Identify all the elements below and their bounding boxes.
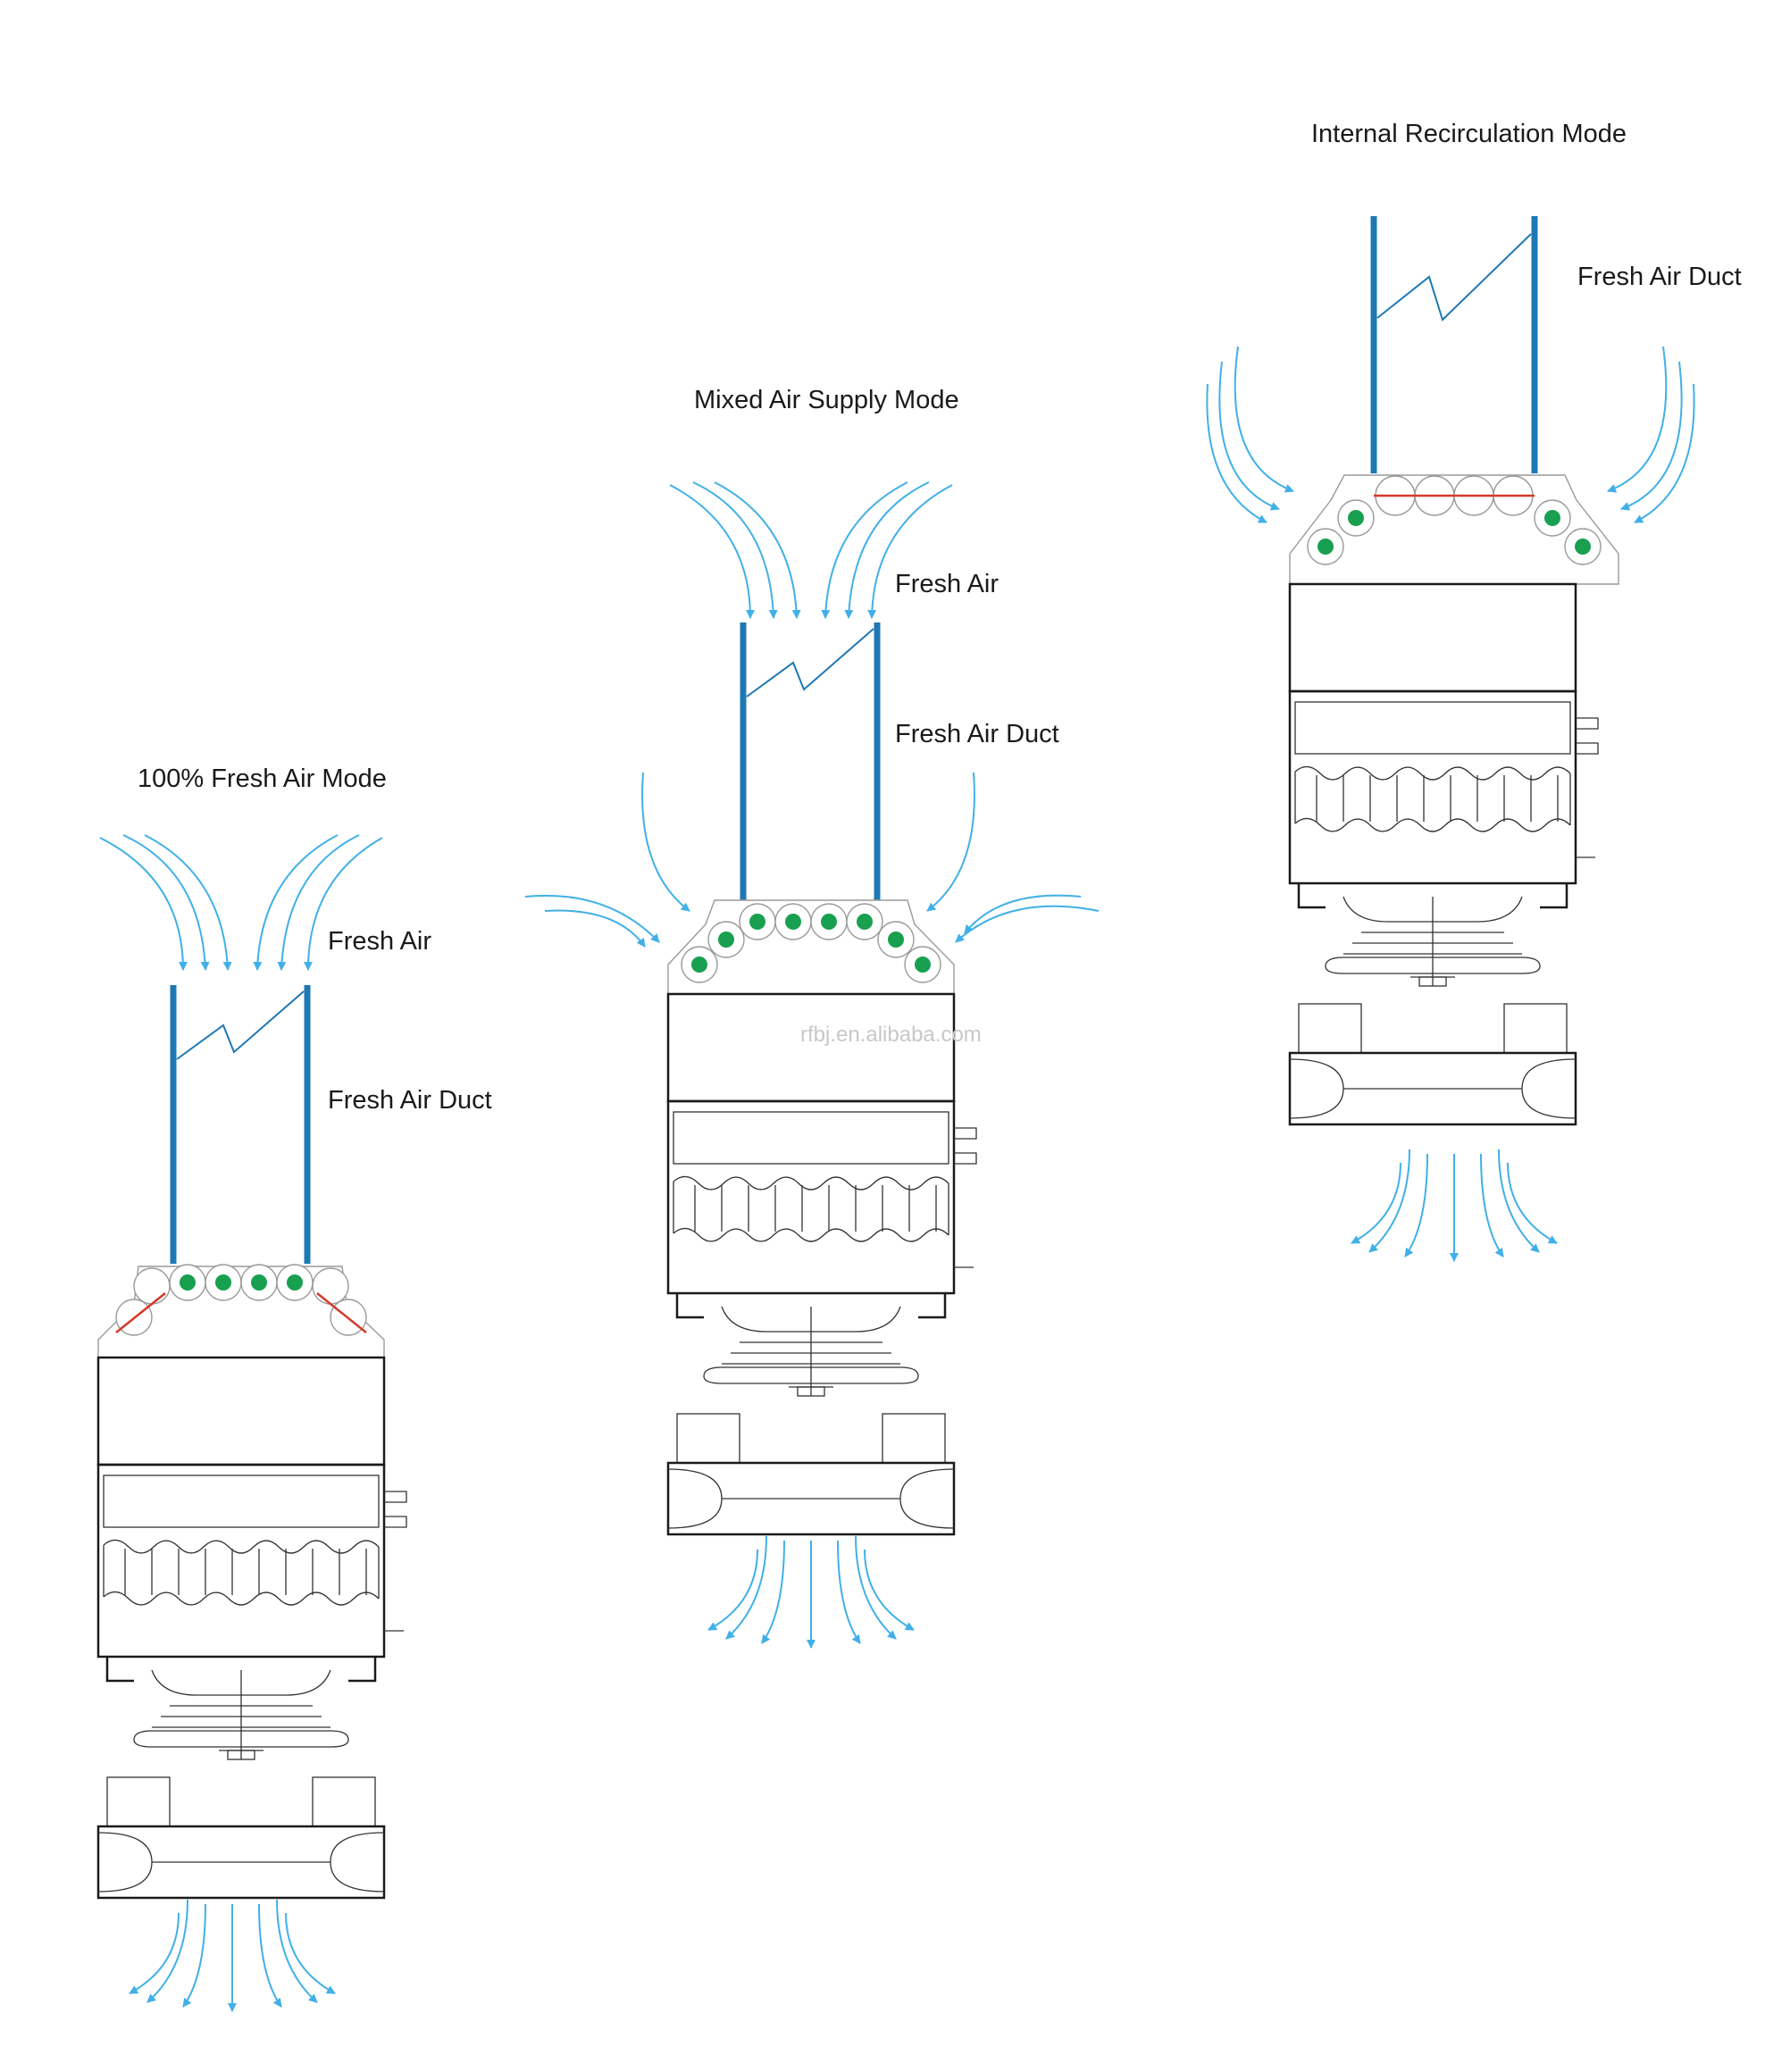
mode-fresh-air-unit	[96, 834, 408, 2011]
watermark: rfbj.en.alibaba.com	[800, 1023, 982, 1047]
damper-open-dot	[821, 914, 837, 930]
damper-box	[97, 1264, 385, 1358]
mode-recirculation-unit	[1206, 216, 1695, 1261]
damper-open-dot	[785, 914, 801, 930]
fresh-air-inflow-arrows	[669, 481, 953, 619]
fresh-air-duct	[1370, 216, 1538, 473]
damper-open-dot	[1544, 510, 1560, 526]
damper-open-dot	[251, 1274, 267, 1291]
damper-box	[1289, 474, 1619, 585]
mode-title-internal-recirculation: Internal Recirculation Mode	[1311, 120, 1627, 148]
fresh-air-inflow-arrows	[99, 834, 383, 971]
fresh-air-duct	[170, 985, 311, 1264]
return-air-inflow-arrows	[1206, 346, 1695, 523]
damper-open-dot	[1317, 539, 1334, 555]
damper-open-dot	[915, 957, 931, 973]
damper-open-dot	[857, 914, 873, 930]
supply-air-outflow-arrows	[1351, 1149, 1557, 1261]
fresh-air-duct-label: Fresh Air Duct	[895, 720, 1059, 748]
damper-open-dot	[691, 957, 707, 973]
damper-open-dot	[180, 1274, 196, 1291]
damper-open-dot	[749, 914, 765, 930]
damper-open-dot	[718, 932, 734, 948]
mode-mixed-air-unit	[524, 481, 1100, 1648]
damper-open-dot	[287, 1274, 303, 1291]
mode-title-mixed-air: Mixed Air Supply Mode	[694, 386, 959, 414]
damper-open-dot	[215, 1274, 231, 1291]
supply-air-outflow-arrows	[130, 1900, 335, 2011]
damper-box	[667, 899, 955, 995]
mode-title-fresh-air: 100% Fresh Air Mode	[138, 764, 387, 793]
fresh-air-duct	[740, 622, 881, 900]
fresh-air-duct-label: Fresh Air Duct	[328, 1086, 492, 1115]
damper-open-dot	[888, 932, 904, 948]
damper-closed-blade	[115, 1292, 166, 1333]
return-air-inflow-arrows	[524, 772, 1100, 948]
supply-air-outflow-arrows	[708, 1536, 914, 1648]
fresh-air-label: Fresh Air	[328, 927, 432, 956]
damper-open-dot	[1575, 539, 1591, 555]
damper-closed-blade	[316, 1292, 367, 1333]
fresh-air-label: Fresh Air	[895, 570, 1000, 598]
damper-open-dot	[1348, 510, 1364, 526]
fresh-air-duct-label: Fresh Air Duct	[1577, 263, 1742, 291]
